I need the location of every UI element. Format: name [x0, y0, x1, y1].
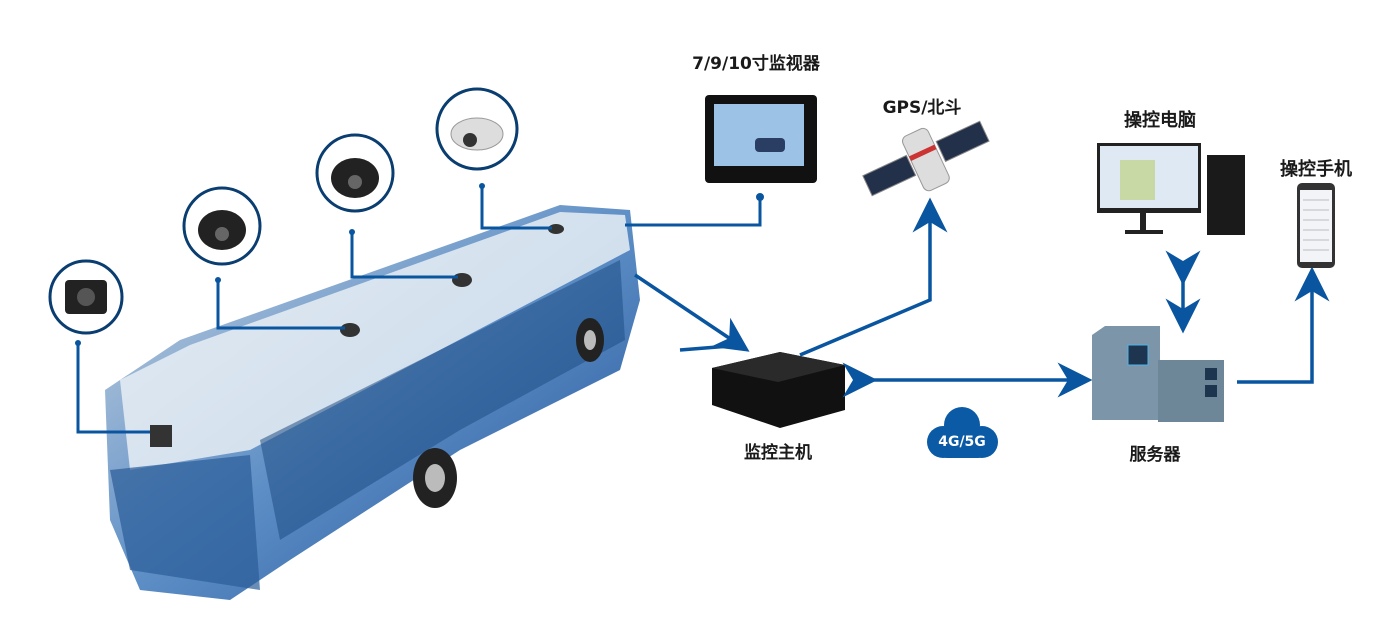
dvr-host-icon	[712, 352, 845, 428]
network-label: 4G/5G	[938, 434, 986, 450]
camera-icon-4	[435, 87, 519, 171]
camera-lines	[76, 186, 762, 434]
camera-icon-1	[48, 259, 124, 335]
computer-icon	[1097, 143, 1245, 235]
flow-arrows	[634, 197, 1330, 398]
bus-illustration	[105, 205, 640, 600]
bus-camera-front	[150, 425, 172, 447]
cloud-icon	[927, 407, 998, 458]
gps-label: GPS/北斗	[882, 98, 962, 118]
monitor-icon	[705, 95, 817, 183]
camera-icon-3	[315, 133, 395, 213]
phone-icon	[1297, 183, 1335, 268]
satellite-icon	[862, 120, 990, 197]
monitor-label: 7/9/10寸监视器	[692, 54, 820, 74]
server-label: 服务器	[1129, 445, 1181, 465]
dvr-label: 监控主机	[744, 443, 812, 463]
server-icon	[1092, 326, 1224, 422]
pc-label: 操控电脑	[1124, 110, 1196, 131]
phone-label: 操控手机	[1280, 159, 1352, 180]
camera-icon-2	[182, 186, 262, 266]
